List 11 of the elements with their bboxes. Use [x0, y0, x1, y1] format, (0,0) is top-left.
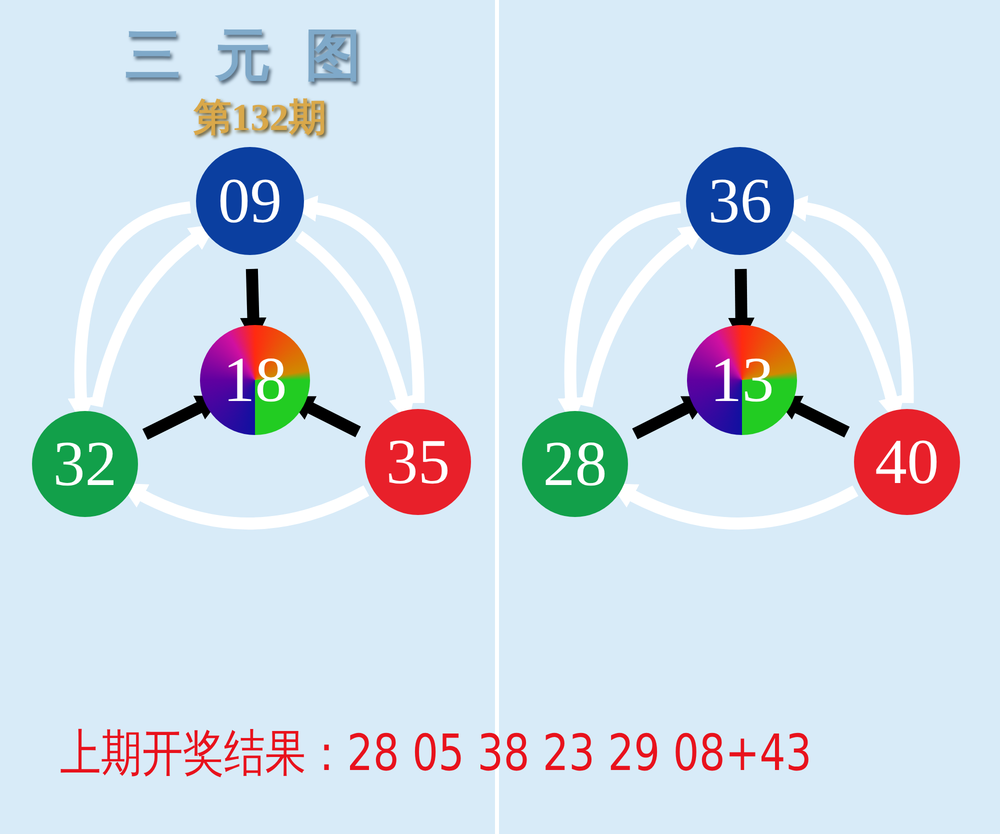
ball-number: 35 — [386, 430, 450, 494]
ball-number: 32 — [53, 432, 117, 496]
issue-label: 第132期 — [192, 96, 328, 141]
diagram-title: 三元图 — [124, 22, 396, 90]
ball-number: 36 — [708, 169, 772, 233]
ball-number: 13 — [710, 348, 774, 412]
ball-number: 09 — [218, 169, 282, 233]
ball-number: 28 — [543, 432, 607, 496]
result-text: 上期开奖结果：28 05 38 23 29 08+43 — [60, 723, 813, 784]
ball-number: 40 — [875, 430, 939, 494]
ball-number: 18 — [223, 348, 287, 412]
